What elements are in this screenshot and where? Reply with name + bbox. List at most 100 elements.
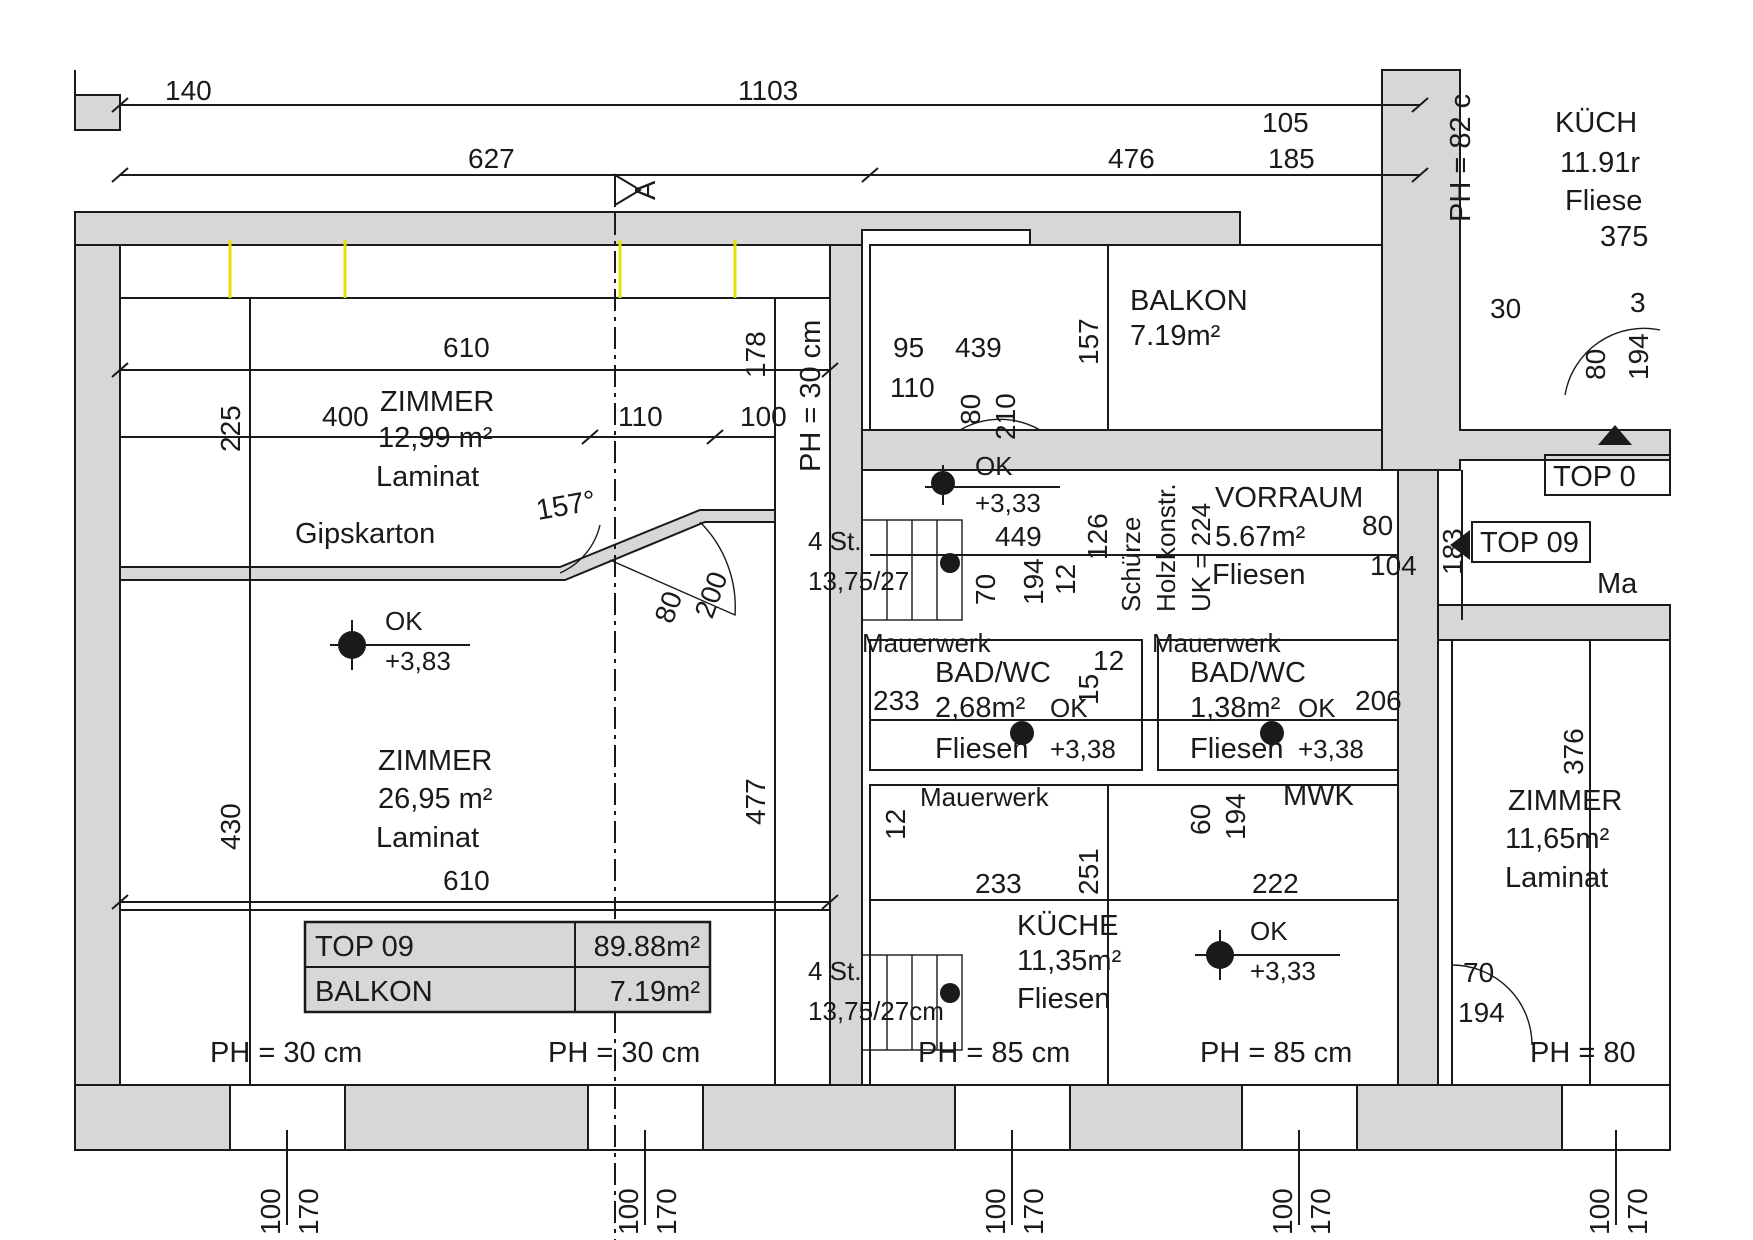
top0-tag: TOP 0 bbox=[1553, 461, 1636, 493]
area-table-row1-name: TOP 09 bbox=[315, 931, 414, 963]
zimmer-main-name: ZIMMER bbox=[378, 745, 492, 777]
bad1-area: 2,68m² bbox=[935, 692, 1026, 724]
dim-194d: 194 bbox=[1623, 333, 1654, 380]
bad1-outline bbox=[869, 639, 1143, 771]
ok-kitchen-value: +3,33 bbox=[1250, 956, 1316, 986]
door-arc-zimmer bbox=[559, 524, 601, 574]
stairs2-ratio: 13,75/27cm bbox=[808, 996, 944, 1026]
uk-label: UK = 224 bbox=[1186, 503, 1216, 612]
kueche-area: 11,35m² bbox=[1017, 945, 1122, 977]
walls bbox=[74, 69, 1671, 1151]
ma-label: Ma bbox=[1597, 568, 1638, 600]
top0-arrow bbox=[1598, 425, 1632, 445]
zimmer-right-area: 11,65m² bbox=[1505, 823, 1610, 855]
section-label: A bbox=[630, 180, 662, 200]
window-5-width: 100 bbox=[1584, 1188, 1615, 1235]
dim-15: 15 bbox=[1073, 674, 1104, 705]
dim-477: 477 bbox=[740, 778, 771, 825]
vorraum-area: 5.67m² bbox=[1215, 521, 1306, 553]
vorraum-name: VORRAUM bbox=[1215, 482, 1363, 514]
door-arc-balcony bbox=[959, 418, 1041, 431]
right-mid-wall bbox=[1437, 604, 1671, 641]
kueche-cut-name: KÜCH bbox=[1555, 107, 1637, 139]
kueche-name: KÜCHE bbox=[1017, 910, 1119, 942]
core-wall-right bbox=[1397, 429, 1439, 1086]
window-4-height: 170 bbox=[1305, 1188, 1336, 1235]
kueche-cut-dim: 375 bbox=[1600, 221, 1648, 253]
dim-12a: 12 bbox=[1050, 564, 1081, 595]
dim-430: 430 bbox=[215, 803, 246, 850]
balkon-name: BALKON bbox=[1130, 285, 1248, 317]
dim-3: 3 bbox=[1630, 287, 1646, 318]
dim-194a: 194 bbox=[1018, 558, 1049, 605]
dim-60: 60 bbox=[1185, 804, 1216, 835]
dim-12c: 12 bbox=[880, 809, 911, 840]
dim-110b: 110 bbox=[890, 372, 935, 403]
ok-bad1-label: OK bbox=[1050, 693, 1088, 723]
bad1-wall: Mauerwerk bbox=[862, 628, 992, 658]
dim-476: 476 bbox=[1108, 143, 1155, 174]
vorraum-floor: Fliesen bbox=[1212, 559, 1306, 591]
dim-12b: 12 bbox=[1093, 645, 1124, 676]
ok-main-value: +3,83 bbox=[385, 646, 451, 676]
dim-30: 30 bbox=[1490, 293, 1521, 324]
dim-194b: 194 bbox=[1220, 793, 1251, 840]
top09-arrow bbox=[1450, 530, 1470, 560]
balcony-floor-wall bbox=[861, 429, 1383, 471]
ok-balcony-value: +3,33 bbox=[975, 488, 1041, 518]
area-table-row1-area: 89.88m² bbox=[594, 931, 701, 963]
kueche-cut-area: 11.91r bbox=[1560, 147, 1640, 179]
dim-80b: 80 bbox=[1362, 510, 1393, 541]
holzkonstr-label: Holzkonstr. bbox=[1151, 483, 1181, 612]
area-table-row2-area: 7.19m² bbox=[610, 976, 701, 1008]
stairs-lower bbox=[861, 954, 963, 1051]
dim-104: 104 bbox=[1370, 550, 1417, 581]
top09-tag-box bbox=[1471, 521, 1591, 563]
level-symbols bbox=[330, 465, 1340, 1003]
dim-178: 178 bbox=[740, 331, 771, 378]
dim-627: 627 bbox=[468, 143, 515, 174]
dim-105: 105 bbox=[1262, 107, 1309, 138]
area-table bbox=[303, 920, 712, 1014]
dim-157: 157 bbox=[1073, 318, 1104, 365]
top09-tag: TOP 09 bbox=[1480, 527, 1579, 559]
bad2-outline bbox=[1157, 639, 1399, 771]
ph80: PH = 80 bbox=[1530, 1037, 1636, 1069]
left-outer-wall bbox=[74, 244, 121, 1086]
window-4-width: 100 bbox=[1267, 1188, 1298, 1235]
ok-bad2-value: +3,38 bbox=[1298, 734, 1364, 764]
top0-tag-box bbox=[1544, 454, 1671, 496]
dim-206: 206 bbox=[1355, 685, 1402, 716]
top-wall-strip bbox=[74, 211, 1241, 301]
kueche-floor: Fliesen bbox=[1017, 983, 1111, 1015]
bad2-name: BAD/WC bbox=[1190, 657, 1306, 689]
dim-210: 210 bbox=[990, 393, 1021, 440]
dim-80d: 80 bbox=[649, 587, 689, 627]
zimmer-upper-area: 12,99 m² bbox=[378, 422, 493, 454]
mauerwerk-label: Mauerwerk bbox=[920, 782, 1050, 812]
area-table-row2-name: BALKON bbox=[315, 976, 433, 1008]
kitchen-outline bbox=[869, 784, 1399, 1086]
window-2-width: 100 bbox=[613, 1188, 644, 1235]
stairs2-steps: 4 St. bbox=[808, 956, 861, 986]
stairs1-steps: 4 St. bbox=[808, 526, 861, 556]
stairs1-ratio: 13,75/27 bbox=[808, 566, 909, 596]
angle-label: 157° bbox=[534, 485, 599, 527]
balkon-area: 7.19m² bbox=[1130, 320, 1221, 352]
dim-194c: 194 bbox=[1458, 997, 1505, 1028]
gipskarton-partition bbox=[119, 509, 776, 581]
zimmer-right-outline bbox=[1451, 639, 1671, 1086]
zimmer-upper-floor: Laminat bbox=[376, 461, 479, 493]
window-1-width: 100 bbox=[255, 1188, 286, 1235]
dim-222: 222 bbox=[1252, 868, 1299, 899]
ok-main-label: OK bbox=[385, 606, 423, 636]
dim-376: 376 bbox=[1558, 728, 1589, 775]
window-stems bbox=[286, 1130, 1617, 1225]
dim-126: 126 bbox=[1082, 513, 1113, 560]
mwk-label: MWK bbox=[1283, 780, 1355, 812]
ph85a: PH = 85 cm bbox=[918, 1037, 1070, 1069]
window-3-width: 100 bbox=[980, 1188, 1011, 1235]
gipskarton-label: Gipskarton bbox=[295, 518, 435, 550]
dimension-texts: 140 1103 627 476 105 185 610 610 400 110… bbox=[165, 75, 1654, 1028]
